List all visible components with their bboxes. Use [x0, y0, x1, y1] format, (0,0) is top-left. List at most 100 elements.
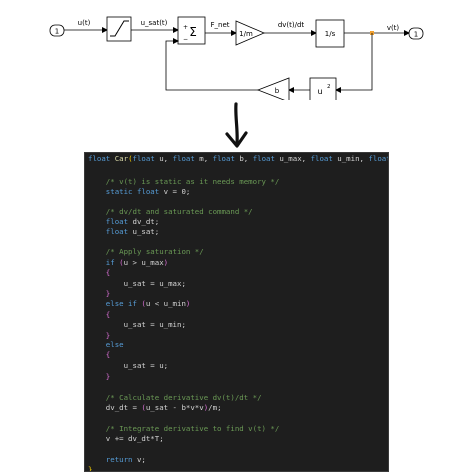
- integrator-block[interactable]: 1/s: [315, 19, 345, 48]
- code-token: /* v(t) is static as it needs memory */: [88, 177, 280, 186]
- code-line: /* Integrate derivative to find v(t) */: [88, 424, 280, 434]
- code-token: float: [310, 154, 338, 163]
- code-token: else: [88, 340, 124, 349]
- code-line: /* v(t) is static as it needs memory */: [88, 177, 280, 187]
- code-token: u < u_min: [145, 299, 186, 308]
- integrator-label: 1/s: [325, 30, 336, 38]
- code-token: u_max,: [279, 154, 311, 163]
- code-token: /* Apply saturation */: [88, 247, 204, 256]
- gain-b-label: b: [275, 87, 280, 95]
- gain-mass-label: 1/m: [239, 30, 253, 38]
- code-token: u_sat;: [132, 227, 160, 236]
- code-line: }: [88, 465, 93, 472]
- code-line: u_sat = u;: [88, 361, 169, 371]
- code-token: }: [88, 289, 111, 298]
- code-line: u_sat = u_max;: [88, 279, 186, 289]
- code-token: v = 0;: [163, 187, 191, 196]
- code-token: if: [88, 258, 120, 267]
- saturation-block[interactable]: [106, 16, 132, 42]
- code-token: float: [88, 154, 115, 163]
- code-token: }: [88, 331, 111, 340]
- signal-label-u: u(t): [78, 19, 91, 27]
- code-token: b,: [239, 154, 253, 163]
- code-token: /m;: [208, 403, 222, 412]
- code-token: m,: [199, 154, 213, 163]
- code-line: float Car(float u, float m, float b, flo…: [88, 154, 389, 164]
- inport-block[interactable]: 1: [49, 24, 65, 37]
- code-line: /* Apply saturation */: [88, 247, 204, 257]
- code-token: return: [88, 455, 137, 464]
- code-token: float: [88, 227, 133, 236]
- simulink-block-diagram: 1 u(t) u_sat(t) Σ + − F_net 1/m dv(t)/dt…: [49, 16, 424, 100]
- sum-minus-sign: −: [183, 36, 188, 43]
- sum-plus-sign: +: [183, 24, 188, 31]
- code-line: v += dv_dt*T;: [88, 434, 164, 444]
- code-token: float: [88, 217, 133, 226]
- code-token: u_sat = u_max;: [88, 279, 186, 288]
- code-token: {: [88, 268, 111, 277]
- code-token: else if: [88, 299, 142, 308]
- code-token: u_sat = u;: [88, 361, 169, 370]
- code-line: if (u > u_max): [88, 258, 168, 268]
- code-line: u_sat = u_min;: [88, 320, 186, 330]
- feedback-line-v: [335, 33, 373, 93]
- code-editor-panel: float Car(float u, float m, float b, flo…: [84, 152, 389, 472]
- code-token: Car: [114, 154, 129, 163]
- code-token: /* Calculate derivative dv(t)/dt */: [88, 393, 262, 402]
- code-token: (: [141, 403, 146, 412]
- code-line: /* Calculate derivative dv(t)/dt */: [88, 393, 262, 403]
- code-line: {: [88, 310, 110, 320]
- signal-label-dv: dv(t)/dt: [278, 21, 305, 29]
- code-line: }: [88, 331, 110, 341]
- code-token: u > u_max: [123, 258, 164, 267]
- code-line: dv_dt = (u_sat - b*v*v)/m;: [88, 403, 222, 413]
- down-arrow-icon: [225, 102, 248, 148]
- code-token: v += dv_dt*T;: [88, 434, 164, 443]
- code-line: return v;: [88, 455, 146, 465]
- gain-b-block[interactable]: b: [256, 77, 290, 100]
- code-token: (: [128, 154, 133, 163]
- square-exponent: 2: [327, 84, 331, 90]
- sum-symbol: Σ: [189, 25, 197, 39]
- code-token: u_sat = u_min;: [88, 320, 186, 329]
- code-line: /* dv/dt and saturated command */: [88, 207, 253, 217]
- code-token: }: [88, 465, 93, 472]
- code-token: dv_dt;: [132, 217, 160, 226]
- signal-label-u-sat: u_sat(t): [141, 19, 168, 27]
- code-token: v;: [136, 455, 146, 464]
- code-token: float: [252, 154, 280, 163]
- code-token: u_sat - b*v*v: [145, 403, 204, 412]
- inport-label: 1: [55, 28, 59, 36]
- code-token: ): [185, 299, 191, 308]
- code-token: u,: [159, 154, 173, 163]
- code-token: (: [119, 258, 124, 267]
- code-token: /* dv/dt and saturated command */: [88, 207, 253, 216]
- square-label: u: [317, 87, 322, 96]
- code-line: else if (u < u_min): [88, 299, 191, 309]
- code-token: /* Integrate derivative to find v(t) */: [88, 424, 280, 433]
- code-token: }: [88, 372, 111, 381]
- code-line: {: [88, 350, 110, 360]
- outport-label: 1: [414, 31, 418, 39]
- code-line: }: [88, 372, 110, 382]
- signal-label-f-net: F_net: [210, 21, 229, 29]
- square-block[interactable]: u 2: [309, 77, 337, 100]
- code-line: float u_sat;: [88, 227, 159, 237]
- code-token: float: [212, 154, 240, 163]
- code-token: float: [132, 154, 160, 163]
- gain-mass-block[interactable]: 1/m: [235, 20, 266, 46]
- code-token: float: [172, 154, 200, 163]
- code-token: u_min,: [337, 154, 369, 163]
- code-line: float dv_dt;: [88, 217, 159, 227]
- saturation-icon: [110, 20, 129, 37]
- code-token: {: [88, 310, 111, 319]
- code-token: dv_dt =: [88, 403, 142, 412]
- feedback-line-drag: [165, 38, 258, 91]
- code-token: ): [203, 403, 209, 412]
- code-line: {: [88, 268, 110, 278]
- code-token: (: [141, 299, 146, 308]
- code-line: else: [88, 340, 124, 350]
- sum-block[interactable]: Σ + −: [177, 16, 206, 45]
- code-token: float: [368, 154, 389, 163]
- outport-block[interactable]: 1: [408, 27, 424, 40]
